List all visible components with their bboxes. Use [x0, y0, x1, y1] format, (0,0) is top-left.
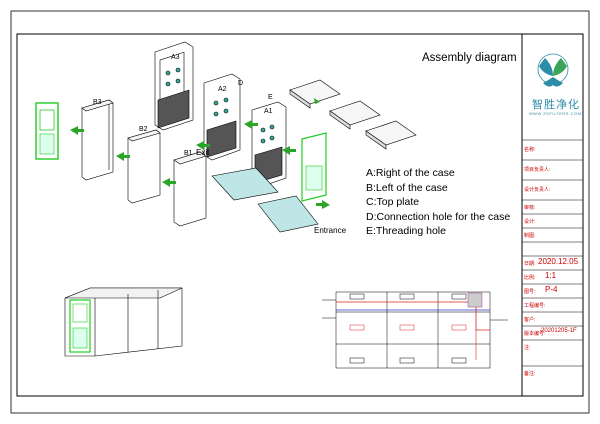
label-d: D	[238, 80, 244, 87]
legend: A:Right of the case B:Left of the case C…	[366, 166, 510, 239]
panel-b2	[127, 129, 161, 204]
floor-plates	[211, 167, 319, 233]
tb-label-scale: 比例:	[524, 275, 536, 281]
exit-label: Exit	[196, 148, 210, 157]
assembled-view	[64, 287, 183, 357]
label-a1: A1	[264, 108, 273, 115]
tb-label-project-lead: 项目负责人:	[524, 167, 551, 173]
entrance-door-panel	[301, 132, 327, 202]
tb-label-date: 日期:	[524, 261, 536, 267]
assembly-arrows	[70, 98, 330, 209]
legend-item-e: E:Threading hole	[366, 225, 446, 238]
diagram-title: Assembly diagram	[422, 52, 517, 64]
floor-plan	[322, 291, 508, 369]
label-a2: A2	[218, 86, 227, 93]
tb-label-review: 审核:	[524, 205, 536, 211]
title-block-grid	[522, 139, 583, 367]
label-e: E	[268, 94, 273, 101]
panel-b3	[81, 99, 114, 181]
label-b1: B1	[184, 150, 193, 157]
tb-value-scale: 1:1	[545, 271, 557, 280]
legend-item-a: A:Right of the case	[366, 167, 455, 179]
tb-label-note: 注:	[524, 345, 531, 351]
label-a3: A3	[171, 54, 180, 61]
label-b2: B2	[139, 126, 148, 133]
tb-label-name: 名称:	[524, 147, 536, 153]
exit-door-panel	[35, 102, 59, 160]
tb-label-drafting: 制图:	[524, 233, 536, 239]
brand-logo-icon	[537, 53, 569, 87]
brand-url: WWW.ZSFILTERS.COM	[529, 111, 582, 116]
brand-name: 智胜净化	[532, 99, 580, 111]
legend-item-b: B:Left of the case	[366, 181, 448, 194]
tb-label-remark: 备注:	[524, 371, 536, 377]
tb-value-date: 2020.12.05	[538, 257, 579, 266]
entrance-label: Entrance	[314, 226, 347, 235]
legend-item-c: C:Top plate	[366, 196, 420, 209]
tb-label-design-lead: 设计负责人:	[524, 187, 551, 193]
legend-item-d: D:Connection hole for the case	[366, 210, 511, 223]
tb-label-project-no: 工程编号:	[524, 303, 546, 309]
top-plates	[289, 79, 417, 150]
tb-label-client: 客户:	[524, 317, 536, 323]
tb-label-design: 设计:	[524, 219, 536, 225]
panel-a2	[203, 73, 241, 161]
outer-frame	[10, 10, 590, 414]
panel-a1	[251, 101, 287, 188]
tb-value-version: 20201205-1F	[541, 328, 577, 334]
tb-label-drawing-no: 图号:	[524, 289, 536, 295]
panel-b1	[173, 151, 207, 227]
panel-a3	[154, 41, 194, 131]
label-b3: B3	[93, 99, 102, 106]
tb-label-version: 版本编号:	[524, 331, 546, 337]
inner-frame	[16, 33, 584, 397]
tb-value-drawing-no: P-4	[545, 285, 558, 294]
